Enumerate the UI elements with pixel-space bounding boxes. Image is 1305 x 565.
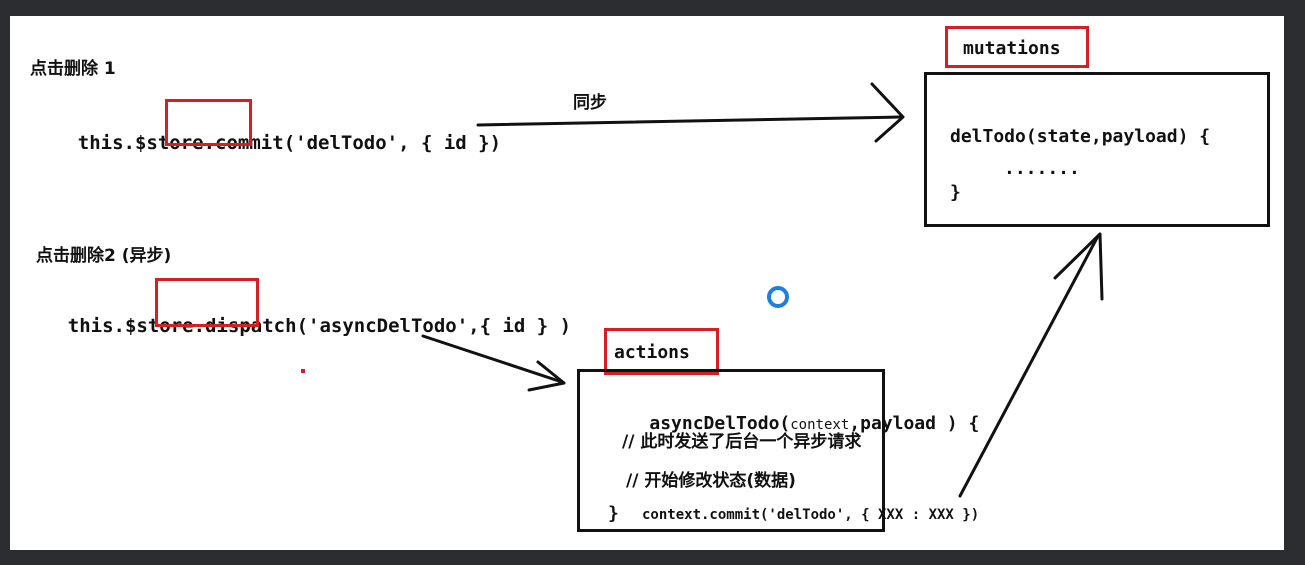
sync-arrow-label: 同步	[573, 93, 607, 113]
mutations-title-box	[945, 26, 1089, 68]
commit-back-arrow	[958, 232, 1104, 498]
mutations-line2: .......	[1004, 158, 1080, 179]
stray-red-dot	[301, 369, 305, 373]
actions-commit-call: context.commit('delTodo', { XXX : XXX })	[642, 507, 980, 523]
flow2-code-suffix: ('asyncDelTodo',{ id } )	[296, 315, 572, 337]
mouse-cursor-indicator	[767, 286, 789, 308]
sync-arrow	[476, 82, 905, 143]
flow1-code: this.$store.commit('delTodo', { id })	[32, 110, 501, 176]
dispatch-highlight-box	[155, 278, 259, 327]
flow1-code-prefix: this.$store.	[77, 132, 216, 154]
mutations-title: mutations	[963, 38, 1061, 59]
dispatch-arrow	[421, 334, 566, 392]
arrows-layer	[421, 82, 1104, 498]
mutations-line3: }	[950, 182, 961, 203]
actions-comment-2: // 开始修改状态(数据)	[626, 471, 796, 491]
actions-line1-context: context	[790, 417, 850, 433]
flow2-code: this.$store.dispatch('asyncDelTodo',{ id…	[22, 293, 571, 359]
actions-comment-1: // 此时发送了后台一个异步请求	[622, 432, 862, 452]
mutations-box	[924, 72, 1270, 227]
flow1-label: 点击删除 1	[30, 59, 116, 79]
actions-line1-params: ,payload ) {	[849, 413, 980, 434]
actions-title-box	[604, 328, 719, 375]
actions-line1-name: asyncDelTodo(	[649, 413, 791, 434]
mutations-line1: delTodo(state,payload) {	[950, 126, 1211, 147]
actions-title: actions	[614, 342, 690, 363]
flow1-code-suffix: ('delTodo', { id })	[283, 132, 502, 154]
commit-highlight-box	[165, 99, 252, 146]
diagram-canvas: 点击删除 1 this.$store.commit('delTodo', { i…	[10, 16, 1284, 550]
flow2-label: 点击删除2 (异步)	[36, 246, 172, 266]
flow2-code-prefix: this.$store.	[67, 315, 206, 337]
actions-box	[577, 369, 885, 532]
actions-closing-brace: }	[608, 503, 619, 524]
actions-line1: asyncDelTodo(context,payload ) {	[606, 392, 979, 455]
